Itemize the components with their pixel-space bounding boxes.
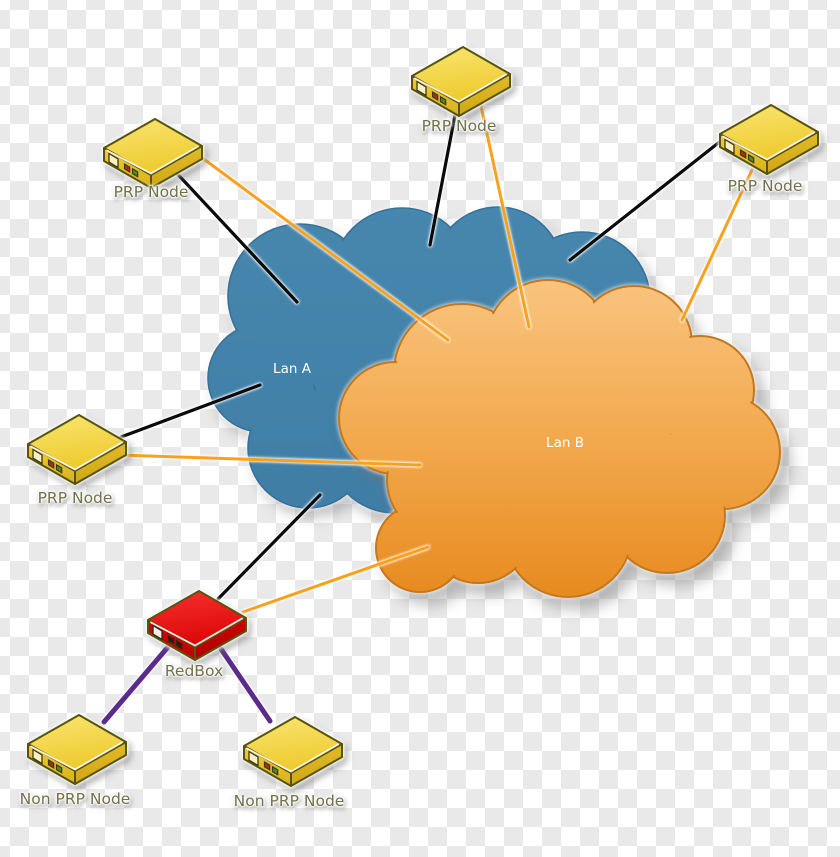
prp-node-top-middle-box: [411, 46, 511, 117]
link-prp-top-middle-lan-a: [428, 108, 458, 247]
lan-a-label: Lan A: [273, 361, 312, 377]
prp-node-top-left-box: [103, 118, 203, 189]
redbox-label: RedBox: [165, 662, 223, 680]
non-prp-node-middle-box: [243, 716, 343, 787]
link-redbox-non-prp-middle: [218, 646, 273, 724]
lan-b-label: Lan B: [546, 435, 584, 451]
links-layer: [101, 95, 754, 725]
link-redbox-non-prp-left: [101, 644, 171, 725]
non-prp-node-left-box: [27, 714, 127, 785]
prp-node-top-right-label: PRP Node: [728, 177, 803, 195]
link-prp-left-lan-b: [117, 453, 422, 467]
link-prp-left-lan-a: [119, 383, 262, 439]
link-redbox-lan-b: [241, 545, 430, 614]
lan-b-cloud: [338, 279, 781, 598]
prp-node-top-middle-label: PRP Node: [422, 117, 497, 135]
link-redbox-lan-a: [216, 493, 322, 601]
link-prp-top-left-lan-a: [168, 164, 299, 304]
link-prp-top-right-lan-b: [680, 168, 754, 322]
non-prp-node-middle-label: Non PRP Node: [234, 792, 345, 810]
prp-node-left-label: PRP Node: [38, 489, 113, 507]
link-prp-top-middle-lan-b: [477, 95, 531, 329]
prp-node-top-left-label: PRP Node: [114, 183, 189, 201]
link-prp-top-left-lan-b: [195, 152, 450, 342]
prp-node-top-right-box: [719, 104, 819, 175]
link-prp-top-right-lan-a: [568, 138, 724, 262]
prp-node-left-box: [27, 414, 127, 485]
non-prp-node-left-label: Non PRP Node: [20, 790, 131, 808]
